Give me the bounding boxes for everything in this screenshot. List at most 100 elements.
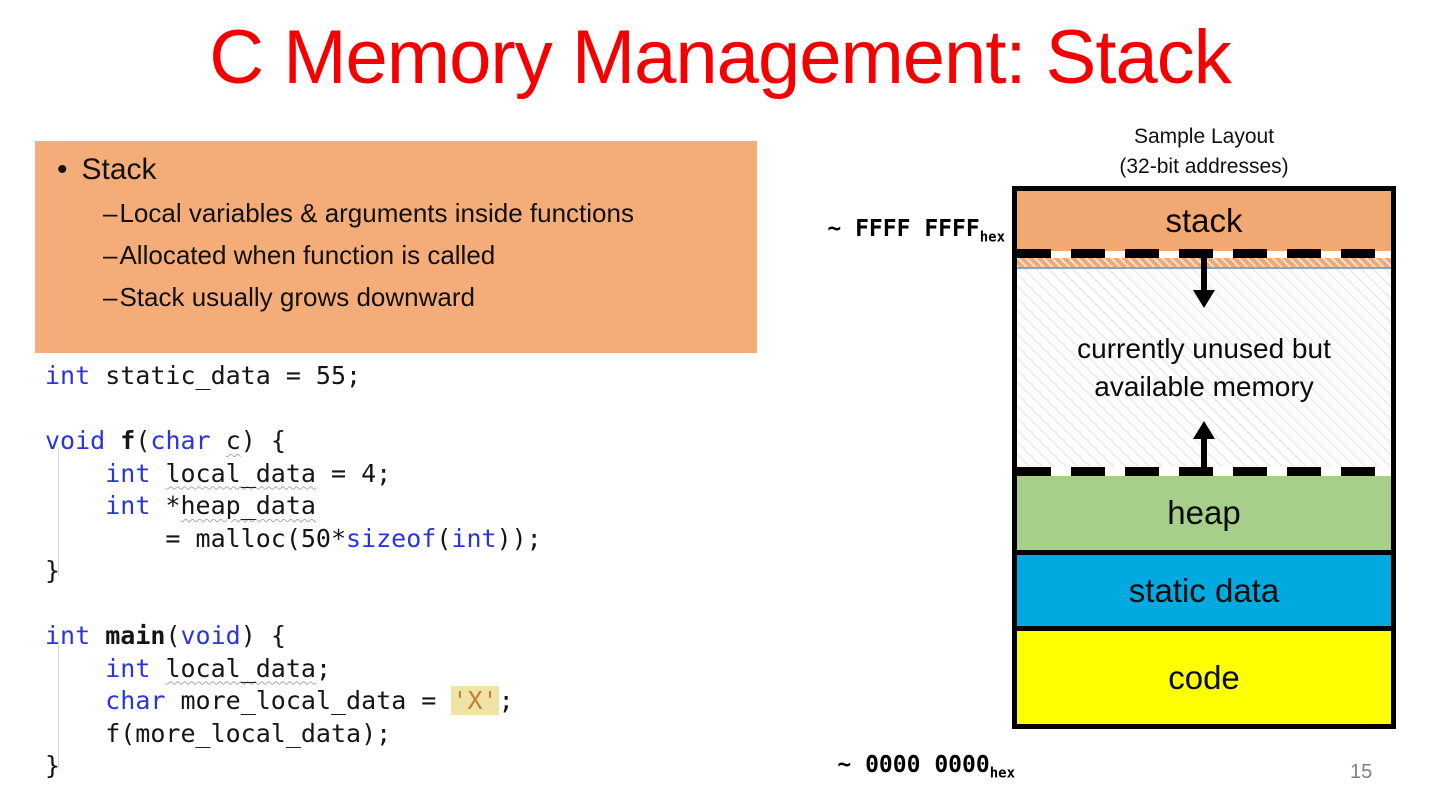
code-segment — [90, 621, 105, 650]
top-address-label: ~ FFFF FFFFhex — [772, 190, 1005, 272]
code-segment: ( — [436, 523, 452, 553]
top-address-text: ~ FFFF FFFF — [827, 216, 980, 242]
code-segment: sizeof — [346, 523, 437, 553]
dash-icon: – — [103, 240, 118, 270]
code-line: = malloc(50*sizeof(int)); — [45, 523, 542, 556]
code-segment: local_data — [165, 653, 316, 683]
code-line — [45, 393, 542, 426]
memory-layout-inner: stack currently unused but available mem… — [1017, 191, 1391, 724]
bullet-icon: • — [57, 153, 68, 186]
bullet-heading: • Stack — [57, 153, 757, 187]
up-arrow-icon — [1193, 421, 1215, 439]
code-line: void f(char c) { — [45, 425, 542, 458]
code-segment: local_data — [165, 458, 316, 488]
page-number: 15 — [1350, 761, 1373, 783]
list-item: – Allocated when function is called — [103, 237, 757, 273]
stack-bullet-box: • Stack – Local variables & arguments ins… — [35, 141, 757, 353]
code-segment: * — [150, 491, 181, 520]
code-line: int main(void) { — [45, 620, 542, 653]
code-segment: )); — [496, 523, 542, 553]
code-segment: ( — [165, 621, 181, 650]
code-segment — [211, 426, 226, 455]
code-segment: char — [105, 686, 166, 715]
code-segment: int — [451, 523, 497, 553]
code-segment: heap_data — [180, 491, 316, 520]
static-code-divider — [1017, 626, 1391, 631]
list-item: – Stack usually grows downward — [103, 279, 757, 315]
code-line: char more_local_data = 'X'; — [45, 685, 542, 718]
code-band: code — [1017, 631, 1391, 724]
code-segment — [105, 426, 120, 455]
unused-line2: available memory — [1094, 371, 1314, 402]
code-line: } — [45, 750, 542, 783]
code-line: int local_data; — [45, 653, 542, 686]
unused-line1: currently unused but — [1077, 333, 1331, 364]
static-data-band: static data — [1017, 555, 1391, 626]
diagram-header-line2: (32-bit addresses) — [1119, 155, 1289, 178]
code-segment — [45, 459, 105, 488]
code-line: } — [45, 555, 542, 588]
stack-boundary-dashed-line — [1017, 249, 1391, 258]
unused-memory-label: currently unused but available memory — [1077, 330, 1331, 406]
code-line: int *heap_data — [45, 490, 542, 523]
code-segment: int — [105, 653, 151, 683]
code-segment: 'X' — [451, 686, 499, 715]
code-segment: more_local_data = — [165, 686, 452, 715]
code-segment — [45, 686, 105, 715]
bottom-address-text: ~ 0000 0000 — [837, 752, 990, 778]
code-segment: int — [45, 361, 91, 390]
code-segment: ; — [315, 653, 332, 683]
down-arrow-icon — [1193, 290, 1215, 308]
diagram-header: Sample Layout (32-bit addresses) — [1012, 122, 1396, 182]
code-segment: void — [45, 426, 106, 455]
code-block: int static_data = 55; void f(char c) { i… — [45, 360, 542, 783]
code-segment: } — [45, 751, 61, 780]
list-item: – Local variables & arguments inside fun… — [103, 195, 757, 231]
subbullet-label: Allocated when function is called — [119, 240, 496, 270]
dash-icon: – — [103, 282, 118, 312]
code-segment — [45, 654, 105, 683]
stack-band: stack — [1017, 191, 1391, 251]
code-segment: ) { — [240, 621, 286, 650]
subbullet-label: Stack usually grows downward — [119, 282, 475, 312]
code-segment: int — [105, 491, 151, 520]
code-segment: char — [150, 426, 211, 455]
code-segment: f(more_local_data); — [45, 718, 392, 748]
code-segment: void — [180, 621, 241, 650]
page-title: C Memory Management: Stack — [209, 15, 1232, 100]
heap-boundary-dashed-line — [1017, 467, 1391, 476]
code-line — [45, 588, 542, 621]
stack-growth-arrow — [1201, 258, 1207, 290]
code-segment: f — [120, 426, 136, 455]
diagram-header-line1: Sample Layout — [1133, 125, 1275, 148]
code-segment: static_data = 55; — [90, 361, 362, 390]
code-segment — [150, 654, 165, 683]
code-line: f(more_local_data); — [45, 718, 542, 751]
code-line: int static_data = 55; — [45, 360, 542, 393]
hex-subscript: hex — [989, 765, 1016, 782]
bullet-heading-label: Stack — [81, 153, 157, 186]
code-segment: int — [45, 621, 91, 650]
heap-growth-arrow — [1201, 439, 1207, 467]
indent-guide — [58, 448, 59, 576]
code-segment: = 4; — [315, 458, 392, 488]
dash-icon: – — [103, 198, 118, 228]
code-segment — [150, 459, 165, 488]
code-segment: int — [105, 458, 151, 488]
bottom-address-label: ~ 0000 0000hex — [782, 726, 1015, 808]
heap-band: heap — [1017, 476, 1391, 550]
code-line: int local_data = 4; — [45, 458, 542, 491]
subbullet-label: Local variables & arguments inside funct… — [119, 198, 634, 228]
code-segment: } — [45, 556, 61, 585]
code-segment — [45, 491, 105, 520]
indent-guide — [58, 641, 59, 769]
code-segment: ; — [498, 686, 514, 715]
heap-static-divider — [1017, 550, 1391, 555]
code-segment: = malloc(50* — [45, 523, 347, 553]
memory-layout-diagram: stack currently unused but available mem… — [1012, 186, 1396, 729]
code-segment: main — [105, 621, 166, 650]
code-segment: ) { — [240, 426, 286, 455]
code-segment: ( — [135, 426, 151, 455]
hex-subscript: hex — [979, 229, 1006, 246]
